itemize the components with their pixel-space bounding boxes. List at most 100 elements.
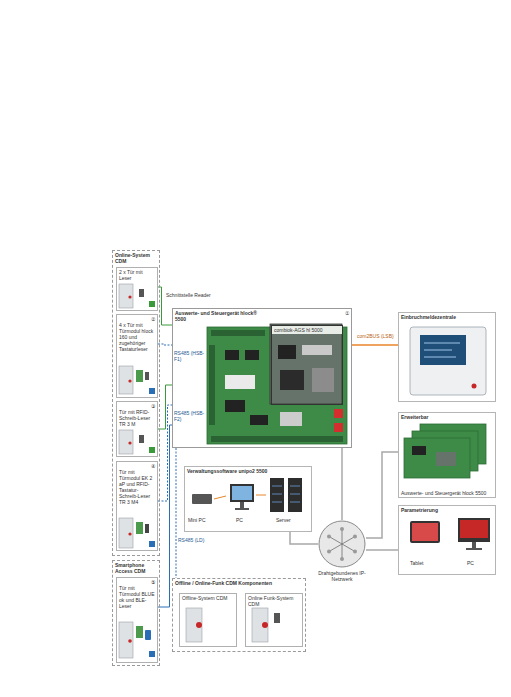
reader-icon [139, 435, 144, 443]
door-box: Online Funk-System CDM [245, 593, 303, 647]
chip [225, 350, 239, 360]
box-label: Auswerte- und Steuergerät hlock 5500 [401, 490, 493, 496]
heading: Auswerte- und Steuergerät hlock® 5500 [173, 309, 268, 323]
alarm-panel [410, 327, 486, 395]
door [186, 608, 202, 642]
network-dot [353, 550, 357, 554]
callout-number: ③ [151, 403, 155, 409]
pc-screen [460, 520, 488, 538]
rack-line [290, 486, 300, 487]
component-group: Offline / Online-Funk CDM KomponentenOff… [172, 578, 306, 652]
terminal-strip [211, 330, 265, 336]
system-group: Online-System CDM2 x Tür mit Leser4 x Tü… [112, 250, 160, 556]
pc-monitor [458, 518, 490, 542]
panel-screen [420, 335, 466, 365]
callout-number: ⑤ [151, 579, 155, 585]
door-knob [262, 622, 268, 628]
box-label: Tür mit Türmodul BLUE ok und BLE-Leser [117, 578, 157, 610]
part-label: PC [236, 517, 252, 523]
edge-label: RS485 (HSB-F2) [174, 410, 205, 422]
edge-label: RS485 (LD) [178, 537, 204, 543]
port-icon [149, 388, 155, 394]
circuit-board [404, 438, 470, 478]
pc-stand [472, 542, 476, 548]
chip [436, 452, 456, 466]
smartphone-icon [145, 630, 151, 640]
edge-label: com2BUS (LSB) [357, 333, 394, 339]
board-box: combiok-AGS hl 5000 [271, 325, 343, 405]
pc-monitor [230, 484, 254, 502]
network-dot [353, 535, 357, 539]
network-dot [340, 557, 344, 561]
door [119, 284, 133, 308]
door-box: Tür mit Türmodul EK 2 aP und RFID-Tastat… [116, 461, 158, 551]
part-label: Schnittstelle Reader [166, 292, 226, 298]
heading: Offline / Online-Funk CDM Komponenten [173, 579, 305, 587]
box-label: Tür mit Türmodul EK 2 aP und RFID-Tastat… [117, 462, 157, 506]
door [252, 608, 268, 642]
heading: Smartphone Access CDM [113, 561, 159, 575]
rack-line [290, 502, 300, 503]
door-box: 4 x Tür mit Türmodul hlock 160 und zugeh… [116, 314, 158, 398]
network-dot [340, 527, 344, 531]
door-box: 2 x Tür mit Leser [116, 267, 158, 311]
port-icon [149, 651, 155, 657]
part-label: PC [467, 560, 483, 566]
heading: Verwaltungssoftware unipo2 5500 [185, 467, 311, 475]
heading: Einbruchmeldezentrale [399, 313, 495, 321]
door [119, 430, 133, 454]
door-knob [128, 379, 131, 382]
door-knob [128, 532, 131, 535]
pc-base [235, 508, 249, 510]
pc-base [466, 548, 482, 550]
network-line [342, 544, 343, 559]
mini-pc-icon [192, 494, 212, 504]
door-knob [128, 441, 131, 444]
door [119, 518, 133, 548]
screen-line [424, 350, 452, 351]
network-dot [327, 535, 331, 539]
reader-icon [139, 289, 144, 297]
box-label: Offline-System CDM [180, 594, 236, 602]
part-label: Mini PC [188, 517, 218, 523]
alarm-panel-box: Einbruchmeldezentrale [398, 312, 496, 402]
connector [158, 385, 172, 429]
pc-screen [232, 486, 252, 500]
flow-arrow [256, 495, 266, 496]
box-label: combiok-AGS hl 5000 [272, 326, 342, 334]
controller-box: Auswerte- und Steuergerät hlock® 5500①co… [172, 308, 352, 448]
edge-label: RS485 (HSB-F1) [174, 350, 205, 362]
door-knob [196, 622, 202, 628]
tablet-screen [412, 523, 438, 541]
chip [250, 415, 268, 425]
chip [302, 345, 332, 355]
chip [412, 446, 426, 455]
pc-stand [240, 502, 244, 508]
connector [352, 344, 398, 346]
door-module [136, 522, 143, 534]
network-line [329, 544, 342, 552]
door-box: Offline-System CDM [179, 593, 237, 647]
network-line [342, 537, 355, 545]
screen-line [424, 357, 456, 358]
port-icon [149, 447, 155, 453]
sub-board [270, 324, 342, 404]
door-module [136, 370, 143, 382]
connector [158, 425, 172, 607]
box-label: 4 x Tür mit Türmodul hlock 160 und zugeh… [117, 315, 157, 353]
door [119, 622, 133, 658]
reader-icon [274, 613, 280, 623]
server-rack [288, 478, 302, 512]
expansion-box: ErweiterbarAuswerte- und Steuergerät hlo… [398, 412, 496, 498]
connector [366, 549, 398, 551]
port-icon [149, 301, 155, 307]
box-label: Tür mit RFID-Schreib-Leser TR 3 M [117, 402, 157, 428]
chip [278, 345, 296, 359]
network-circle: Drahtgebundenes IP-Netzwerk [318, 520, 366, 568]
port-icon [149, 541, 155, 547]
rack-line [272, 486, 282, 487]
box-label: 2 x Tür mit Leser [117, 268, 157, 282]
door-knob [128, 639, 132, 643]
network-line [329, 537, 342, 545]
chip [312, 368, 334, 392]
